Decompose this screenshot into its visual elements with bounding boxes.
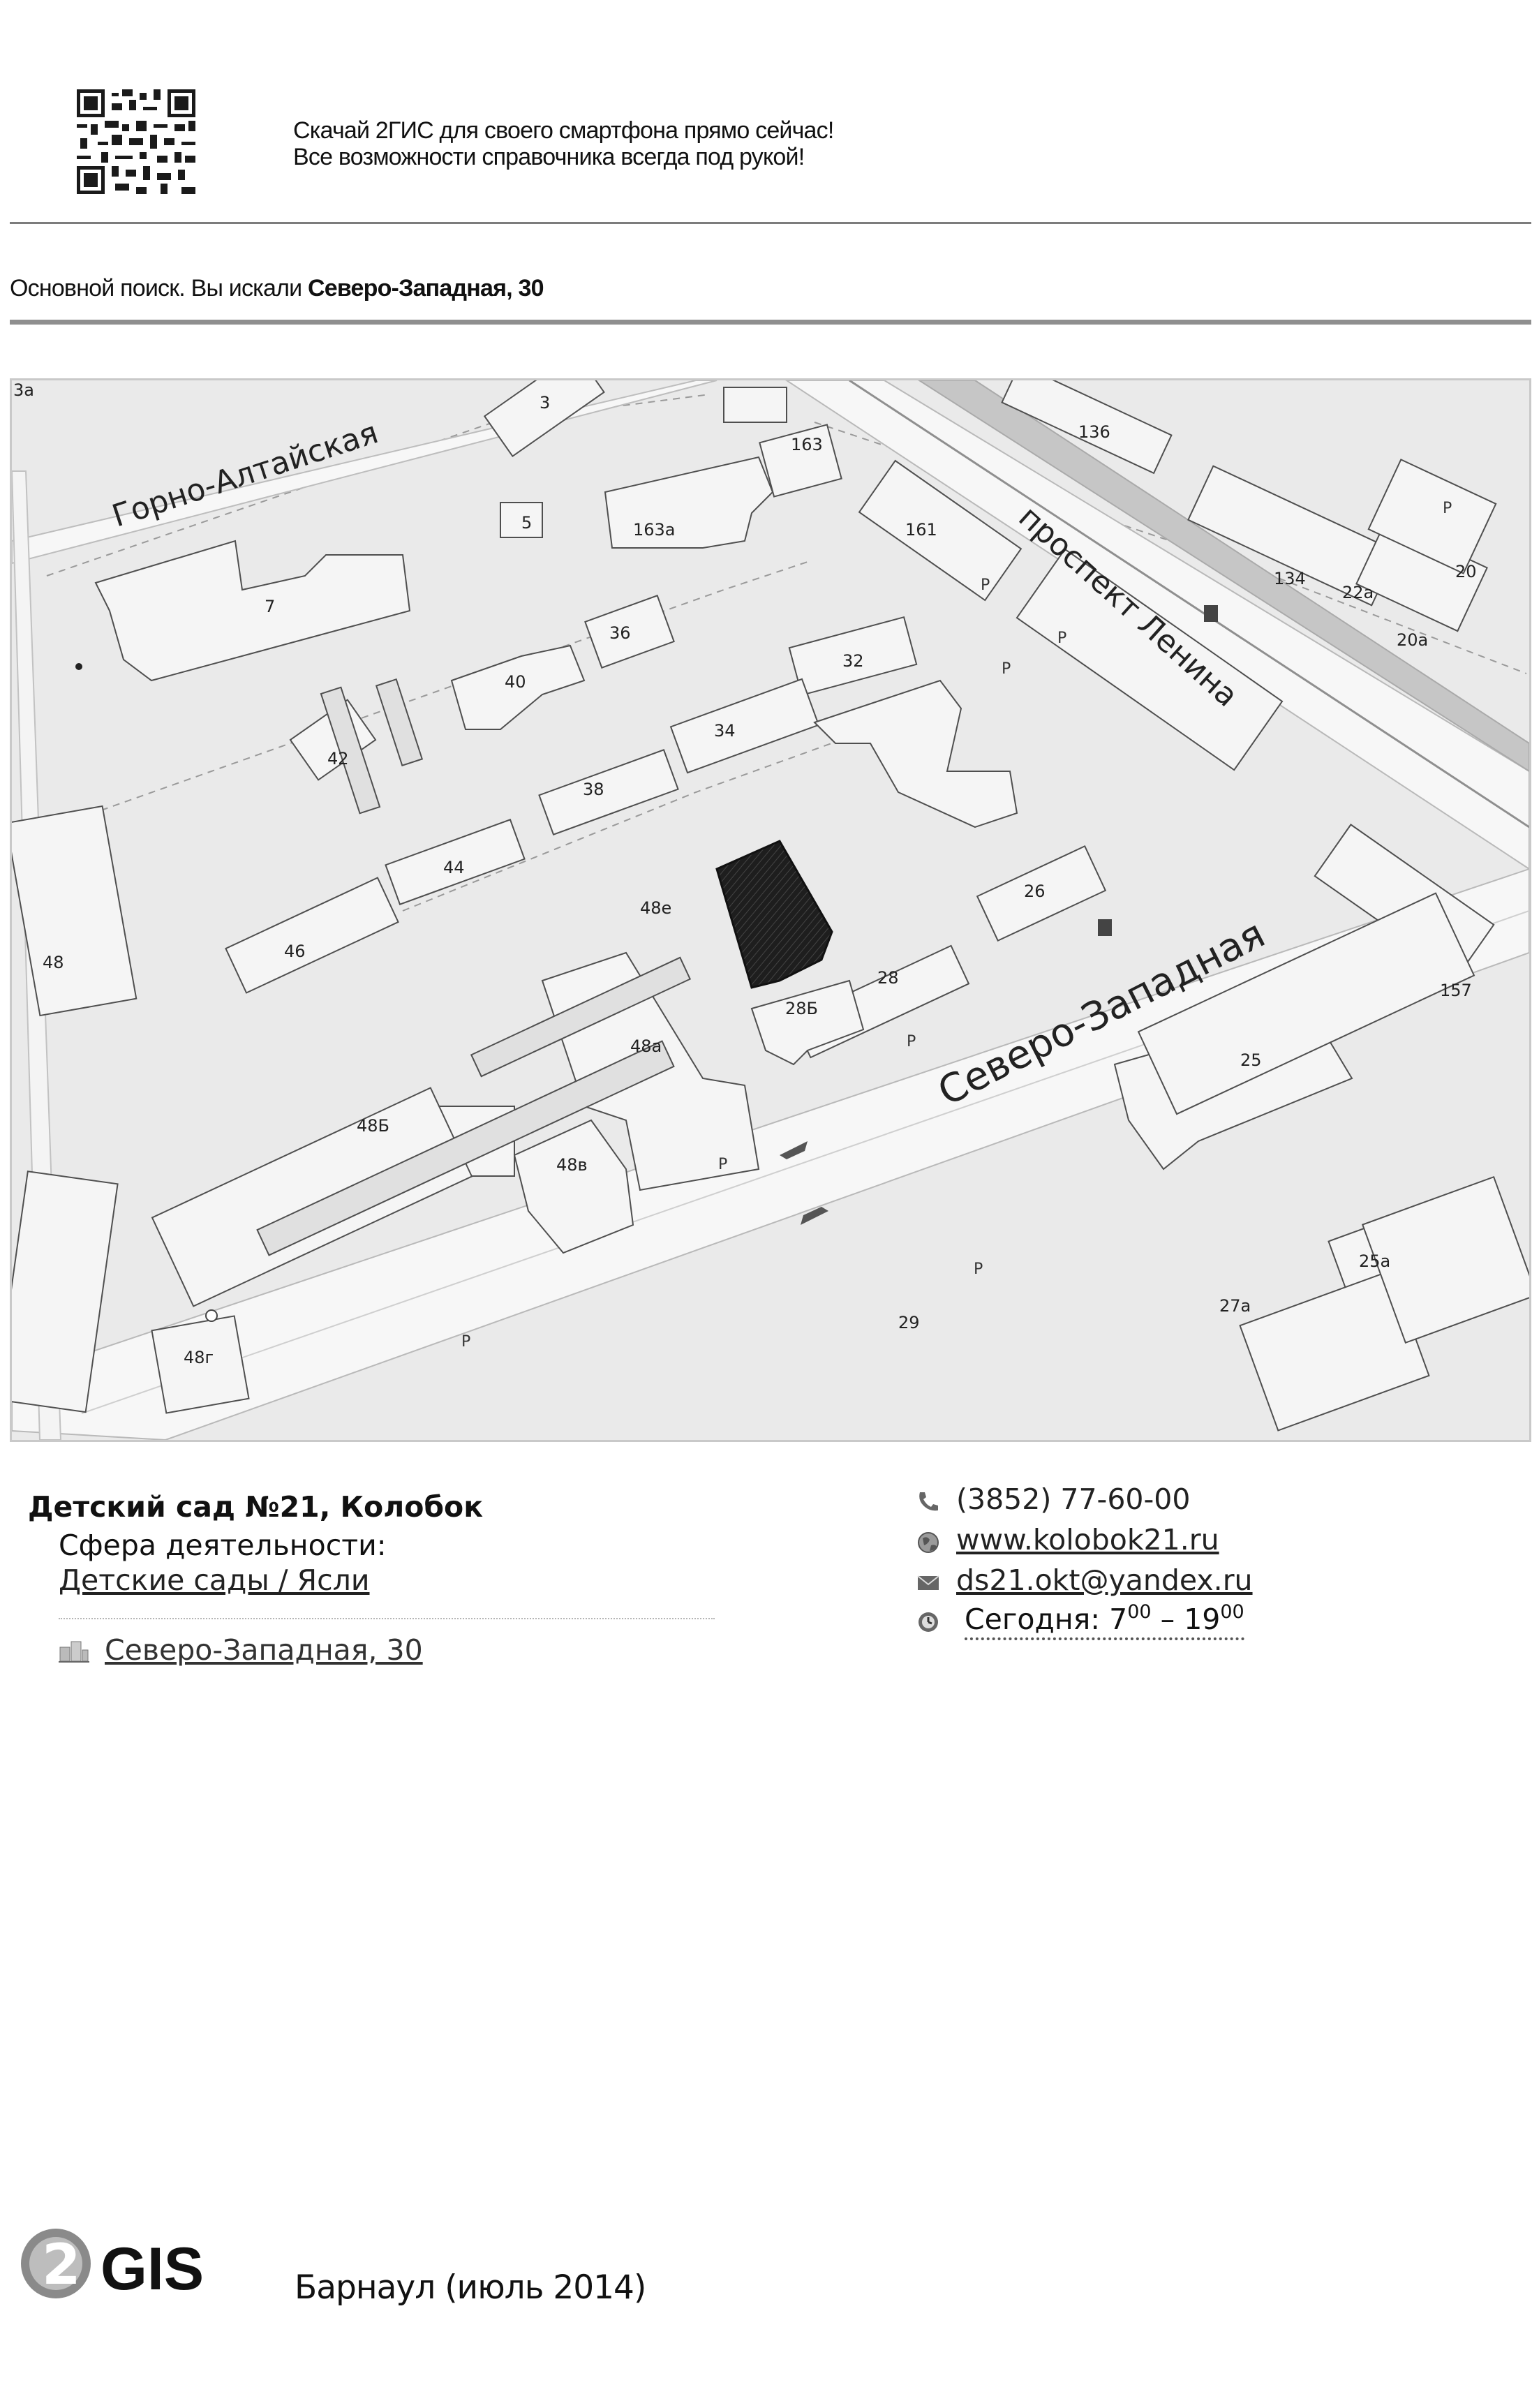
house-number: 48Б	[357, 1116, 389, 1136]
house-number: 28	[877, 968, 899, 988]
2gis-logo: 2 GIS	[21, 2229, 204, 2302]
org-name: Детский сад №21, Колобок	[28, 1490, 484, 1524]
house-number: 3	[540, 393, 550, 413]
house-number: 25	[1240, 1050, 1262, 1070]
hours-label: Сегодня:	[965, 1603, 1101, 1636]
bus-stop-icon	[1098, 919, 1112, 936]
buildings	[12, 380, 1529, 1432]
house-number: 157	[1440, 981, 1472, 1000]
house-number: 44	[443, 858, 465, 877]
house-number: 163	[791, 435, 823, 454]
house-number: 26	[1024, 882, 1046, 901]
house-number: 32	[842, 651, 864, 671]
search-divider	[10, 320, 1531, 325]
parking-icon: P	[981, 577, 990, 594]
house-number: 25а	[1359, 1251, 1390, 1271]
card-divider	[59, 1618, 715, 1619]
hours-separator: –	[1151, 1603, 1184, 1636]
map[interactable]: Горно-Алтайская проспект Ленина Северо-З…	[10, 378, 1531, 1442]
direction-arrow-icon	[801, 1207, 828, 1225]
house-number: 40	[505, 672, 526, 692]
email-link[interactable]: ds21.okt@yandex.ru	[956, 1563, 1253, 1597]
target-building	[715, 840, 833, 989]
hours-to-minutes: 00	[1220, 1601, 1244, 1623]
house-number: 7	[265, 597, 275, 616]
poi-marker-icon	[205, 1309, 218, 1322]
clock-icon	[919, 1612, 938, 1632]
promo-line-2: Все возможности справочника всегда под р…	[293, 144, 805, 170]
parking-icon: P	[1002, 660, 1011, 678]
search-prefix: Основной поиск. Вы искали	[10, 275, 302, 302]
hours-from: 7	[1109, 1603, 1128, 1636]
house-number: 29	[898, 1313, 920, 1332]
hours-to: 19	[1184, 1603, 1221, 1636]
building-icon	[59, 1641, 89, 1663]
house-number: 136	[1078, 422, 1110, 442]
hours-from-minutes: 00	[1127, 1601, 1152, 1623]
footer-city-edition: Барнаул (июль 2014)	[295, 2268, 646, 2307]
parking-icon: P	[718, 1156, 727, 1173]
poi-dot-icon	[75, 663, 82, 670]
house-number: 28Б	[785, 999, 818, 1018]
search-summary: Основной поиск. Вы искали Северо-Западна…	[10, 275, 544, 302]
logo-wordmark: GIS	[101, 2236, 204, 2302]
house-number: 20	[1455, 562, 1477, 581]
house-number: 48е	[640, 898, 671, 918]
house-number: 42	[327, 749, 349, 768]
sphere-label: Сфера деятельности:	[59, 1529, 387, 1562]
logo-digit: 2	[42, 2232, 81, 2297]
phone-number[interactable]: (3852) 77-60-00	[956, 1482, 1191, 1516]
house-number: 48в	[556, 1155, 588, 1175]
long-buildings	[256, 678, 692, 1256]
direction-arrow-icon	[780, 1141, 808, 1159]
house-number: 38	[583, 780, 604, 799]
house-number: 36	[609, 623, 631, 643]
parking-icon: P	[1443, 500, 1452, 517]
house-numbers: 3а 3 136 163 5 163а 161 7 36 134 22а 20 …	[13, 380, 1477, 1367]
rubric-link[interactable]: Детские сады / Ясли	[59, 1563, 370, 1597]
phone-icon	[919, 1492, 938, 1511]
parking-icon: P	[461, 1333, 470, 1351]
address-link[interactable]: Северо-Западная, 30	[105, 1633, 423, 1667]
search-query: Северо-Западная, 30	[307, 275, 544, 302]
house-number: 5	[521, 513, 532, 533]
qr-code	[77, 89, 195, 194]
house-number: 20а	[1397, 630, 1428, 650]
parking-icon: P	[974, 1261, 983, 1278]
website-link[interactable]: www.kolobok21.ru	[956, 1523, 1219, 1556]
map-canvas: Горно-Алтайская проспект Ленина Северо-З…	[12, 380, 1529, 1440]
house-number: 134	[1274, 569, 1306, 588]
house-number: 46	[284, 942, 306, 961]
bus-stop-icon	[1204, 605, 1218, 622]
promo-line-1: Скачай 2ГИС для своего смартфона прямо с…	[293, 117, 834, 144]
working-hours[interactable]: Сегодня: 700 – 1900	[965, 1603, 1244, 1640]
parking-icon: P	[907, 1033, 916, 1050]
house-number: 27а	[1219, 1296, 1251, 1316]
parking-icon: P	[1057, 630, 1066, 647]
house-number: 161	[905, 520, 937, 540]
map-icons: P P P P P P P P	[75, 500, 1452, 1351]
house-number: 3а	[13, 380, 34, 400]
house-number: 22а	[1342, 583, 1374, 602]
house-number: 48г	[184, 1348, 214, 1367]
globe-icon	[918, 1532, 939, 1553]
house-number: 163а	[633, 520, 676, 540]
house-number: 48а	[630, 1036, 662, 1056]
house-number: 34	[714, 721, 736, 741]
house-number: 48	[43, 953, 64, 972]
envelope-icon	[917, 1575, 939, 1590]
header-divider	[10, 222, 1531, 224]
